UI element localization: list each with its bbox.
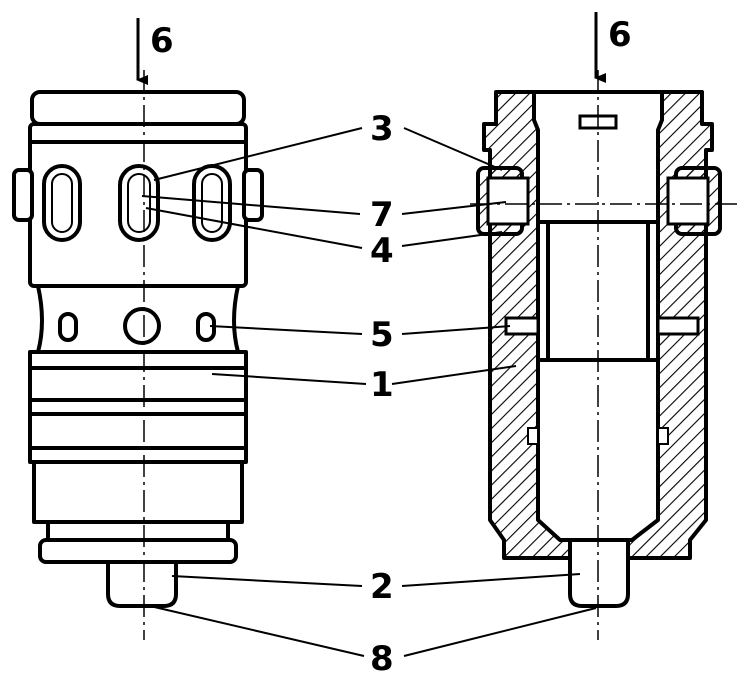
label-5: 5 bbox=[370, 315, 394, 355]
slot-left bbox=[42, 164, 82, 242]
top-ring bbox=[30, 90, 246, 126]
label-4: 4 bbox=[370, 231, 394, 271]
collar bbox=[28, 350, 248, 402]
nose-pin bbox=[106, 560, 178, 608]
groove-2 bbox=[28, 446, 248, 464]
groove-1 bbox=[28, 398, 248, 416]
label-2: 2 bbox=[370, 567, 394, 607]
label-8: 8 bbox=[370, 639, 394, 679]
label-flow-left: 6 bbox=[150, 21, 174, 61]
radial-hole-left bbox=[58, 312, 78, 342]
label-1: 1 bbox=[370, 365, 394, 405]
label-3: 3 bbox=[370, 109, 394, 149]
nose-pin-section bbox=[568, 538, 630, 608]
exterior-view bbox=[12, 18, 264, 640]
leader-lines bbox=[141, 127, 597, 657]
section-view bbox=[470, 12, 740, 640]
slot-center bbox=[118, 164, 160, 242]
radial-hole-center bbox=[123, 307, 161, 345]
label-flow-right: 6 bbox=[608, 15, 632, 55]
label-7: 7 bbox=[370, 195, 394, 235]
radial-bore-left bbox=[504, 316, 540, 336]
side-lug-right bbox=[242, 168, 264, 222]
radial-bore-right bbox=[656, 316, 700, 336]
lower-body bbox=[32, 460, 244, 524]
bottom-ring bbox=[38, 538, 238, 564]
lower-step bbox=[46, 520, 230, 542]
side-lug-left bbox=[12, 168, 34, 222]
